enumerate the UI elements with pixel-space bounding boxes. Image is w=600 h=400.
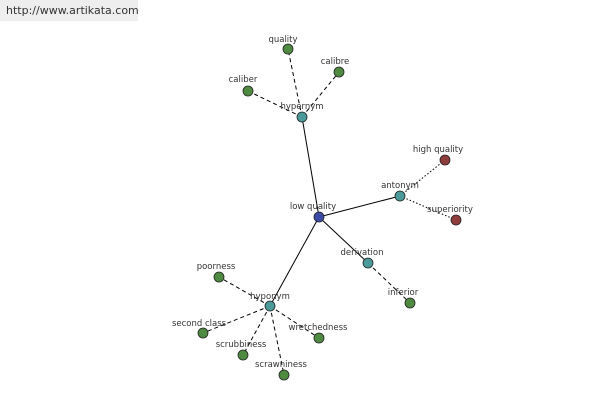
label-hypernym: hypernym (280, 102, 323, 112)
edge-derivation-inferior (367, 262, 411, 304)
edge-hyponym-scrawniness (269, 305, 285, 376)
node-derivation[interactable] (362, 257, 374, 269)
edge-hyponym-wretchedness (269, 305, 320, 339)
node-hyponym[interactable] (264, 300, 276, 312)
node-second-class[interactable] (197, 327, 209, 339)
edge-antonym-high_quality (399, 159, 446, 197)
edge-hyponym-poorness (218, 276, 271, 307)
label-inferior: inferior (388, 288, 419, 298)
label-low-quality: low quality (290, 202, 336, 212)
node-wretchedness[interactable] (313, 332, 325, 344)
label-quality: quality (268, 35, 297, 45)
label-calibre: calibre (321, 57, 350, 67)
label-second-class: second class (172, 319, 227, 329)
node-superiority[interactable] (450, 214, 462, 226)
edge-low_quality-antonym (318, 195, 401, 218)
label-high-quality: high quality (413, 145, 463, 155)
label-poorness: poorness (197, 262, 236, 272)
nodes-layer (197, 43, 462, 381)
edge-hypernym-quality (287, 48, 303, 118)
node-antonym[interactable] (394, 190, 406, 202)
label-caliber: caliber (229, 75, 258, 85)
node-scrubbiness[interactable] (237, 349, 249, 361)
edge-hyponym-scrubbiness (242, 305, 271, 356)
label-scrubbiness: scrubbiness (216, 340, 267, 350)
label-superiority: superiority (427, 205, 473, 215)
edge-hypernym-calibre (301, 71, 340, 118)
node-low-quality[interactable] (313, 211, 325, 223)
node-poorness[interactable] (213, 271, 225, 283)
node-inferior[interactable] (404, 297, 416, 309)
edge-hypernym-caliber (247, 90, 303, 118)
node-caliber[interactable] (242, 85, 254, 97)
source-url-banner[interactable]: http://www.artikata.com (0, 0, 139, 21)
node-high-quality[interactable] (439, 154, 451, 166)
node-calibre[interactable] (333, 66, 345, 78)
edges-layer (202, 48, 457, 376)
label-scrawniness: scrawniness (255, 360, 308, 370)
label-hyponym: hyponym (250, 292, 290, 302)
label-antonym: antonym (381, 181, 419, 191)
labels-layer: low quality hypernym antonym derivation hypo… (172, 35, 473, 370)
edge-low_quality-hyponym (269, 216, 320, 307)
label-wretchedness: wretchedness (289, 323, 349, 333)
node-hypernym[interactable] (296, 111, 308, 123)
edge-low_quality-hypernym (301, 116, 320, 218)
node-scrawniness[interactable] (278, 369, 290, 381)
edge-hyponym-second_class (202, 305, 271, 334)
label-derivation: derivation (340, 248, 383, 258)
node-quality[interactable] (282, 43, 294, 55)
edge-low_quality-derivation (318, 216, 369, 264)
